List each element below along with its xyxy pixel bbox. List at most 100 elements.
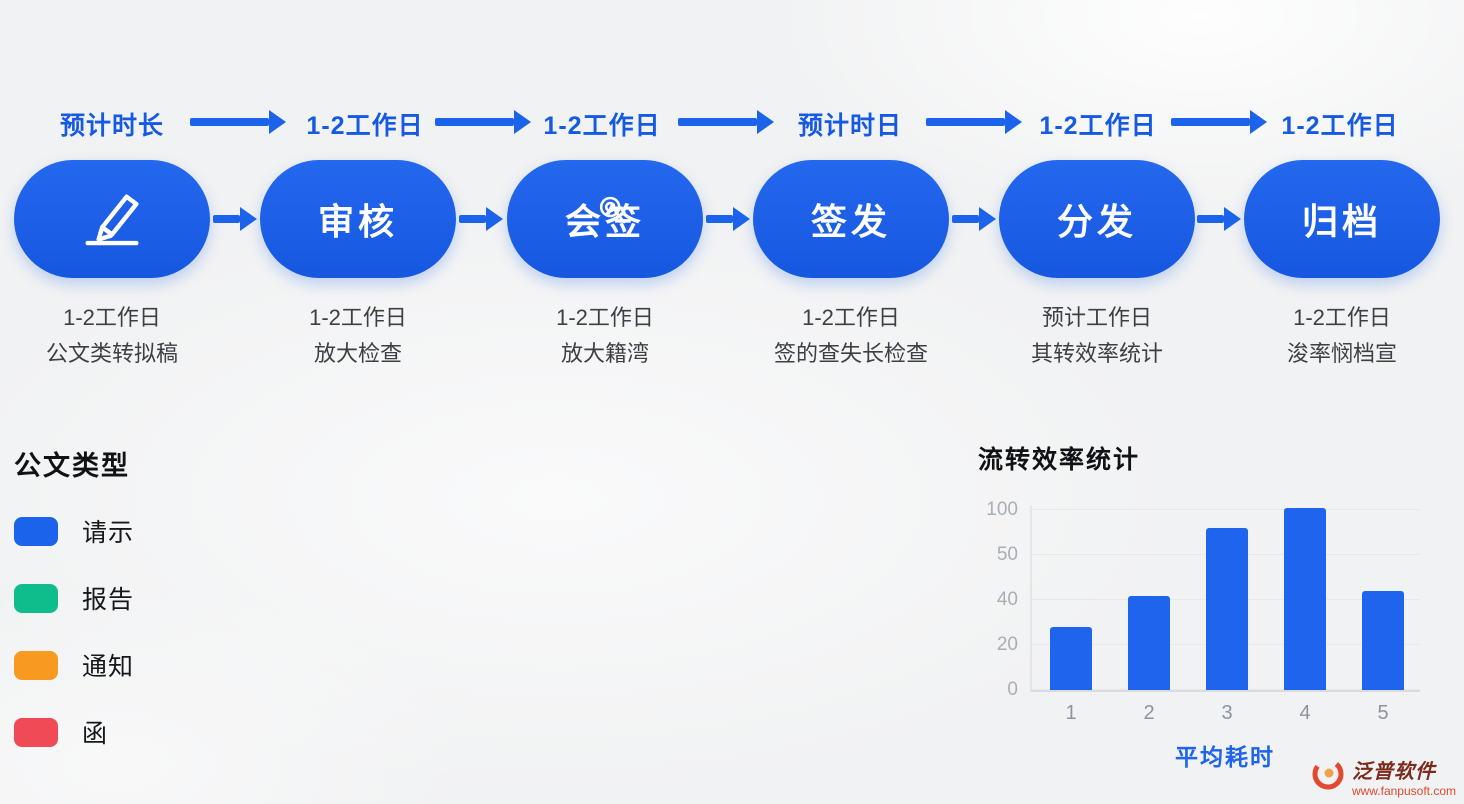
legend-title: 公文类型 xyxy=(14,451,130,481)
arrow-head xyxy=(240,207,257,231)
workflow-node-label: 会签 xyxy=(564,201,645,242)
chart-bar xyxy=(1206,528,1248,690)
legend-label: 请示 xyxy=(82,519,135,547)
flow-arrow-icon xyxy=(1197,207,1241,231)
y-axis-tick-label: 0 xyxy=(1007,679,1018,700)
legend-item-qingshi: 请示 xyxy=(14,513,134,549)
legend-swatch-green xyxy=(14,583,58,613)
arrow-shaft xyxy=(213,215,240,223)
arrow-head xyxy=(733,207,750,231)
vendor-watermark: 泛普软件 www.fanpusoft.com xyxy=(1310,755,1456,798)
node-caption: 1-2工作日 浚率悯档宣 xyxy=(1212,300,1464,372)
y-axis-tick-label: 50 xyxy=(996,544,1018,565)
caption-line-2: 浚率悯档宣 xyxy=(1286,341,1397,366)
timeline-arrow-icon xyxy=(678,110,774,134)
flow-arrow-icon xyxy=(706,207,750,231)
arrow-head xyxy=(514,110,531,134)
caption-line-2: 放大籍湾 xyxy=(560,341,649,366)
chart-bar xyxy=(1128,595,1170,690)
x-axis-tick-label: 3 xyxy=(1221,702,1233,724)
node-caption: 1-2工作日 签的查失长检查 xyxy=(721,300,981,372)
caption-line-2: 签的查失长检查 xyxy=(773,341,928,366)
chart-bar xyxy=(1362,591,1404,690)
legend-label: 通知 xyxy=(82,653,135,681)
y-axis-tick-label: 40 xyxy=(996,589,1018,610)
document-type-legend: 公文类型 请示 报告 通知 函 xyxy=(14,444,134,781)
legend-label: 报告 xyxy=(82,586,135,614)
legend-swatch-orange xyxy=(14,650,58,680)
arrow-shaft xyxy=(706,215,733,223)
legend-item-han: 函 xyxy=(14,714,134,750)
workflow-node-label: 签发 xyxy=(810,201,891,242)
caption-line-2: 公文类转拟稿 xyxy=(45,341,178,366)
x-axis-tick-label: 1 xyxy=(1065,702,1077,724)
arrow-shaft xyxy=(1197,215,1224,223)
caption-line-1: 1-2工作日 xyxy=(63,305,161,330)
caption-line-1: 1-2工作日 xyxy=(1293,305,1391,330)
arrow-head xyxy=(979,207,996,231)
fanpu-logo-icon xyxy=(1310,756,1346,797)
x-axis-tick-label: 2 xyxy=(1143,702,1155,724)
chart-title: 流转效率统计 xyxy=(978,446,1141,474)
timeline-label: 预计时日 xyxy=(797,112,903,140)
flow-arrow-icon xyxy=(213,207,257,231)
workflow-node-distribute: 分发 xyxy=(999,160,1195,278)
workflow-node-countersign: 会签 xyxy=(507,160,703,278)
arrow-head xyxy=(269,110,286,134)
workflow-node-review: 审核 xyxy=(260,160,456,278)
workflow-node-label: 分发 xyxy=(1056,201,1137,242)
node-caption: 预计工作日 其转效率统计 xyxy=(967,300,1227,372)
arrow-head xyxy=(1005,110,1022,134)
legend-label: 函 xyxy=(82,720,109,748)
arrow-shaft xyxy=(1171,118,1250,126)
arrow-head xyxy=(1224,207,1241,231)
caption-line-1: 预计工作日 xyxy=(1041,305,1152,330)
caption-line-2: 其转效率统计 xyxy=(1030,341,1163,366)
arrow-shaft xyxy=(190,118,269,126)
node-caption: 1-2工作日 放大检查 xyxy=(228,300,488,372)
node-caption: 1-2工作日 公文类转拟稿 xyxy=(0,300,242,372)
timeline-label: 1-2工作日 xyxy=(1281,112,1399,140)
y-axis-tick-label: 100 xyxy=(986,499,1018,520)
workflow-node-issue: 签发 xyxy=(753,160,949,278)
timeline-arrow-icon xyxy=(1171,110,1267,134)
caption-line-1: 1-2工作日 xyxy=(802,305,900,330)
seal-magnifier-icon xyxy=(594,192,630,237)
timeline-label: 1-2工作日 xyxy=(1039,112,1157,140)
arrow-head xyxy=(486,207,503,231)
caption-line-2: 放大检查 xyxy=(313,341,402,366)
flow-arrow-icon xyxy=(459,207,503,231)
legend-item-tongzhi: 通知 xyxy=(14,647,134,683)
legend-swatch-red xyxy=(14,717,58,747)
arrow-shaft xyxy=(435,118,514,126)
workflow-node-draft xyxy=(14,160,210,278)
chart-plot: 0 20 40 50 100 1 2 3 4 5 xyxy=(986,499,1420,724)
flow-arrow-icon xyxy=(952,207,996,231)
timeline-arrow-icon xyxy=(926,110,1022,134)
timeline-arrow-icon xyxy=(435,110,531,134)
y-axis-tick-label: 20 xyxy=(996,634,1018,655)
caption-line-1: 1-2工作日 xyxy=(309,305,407,330)
timeline-label: 1-2工作日 xyxy=(543,112,661,140)
timeline-arrow-icon xyxy=(190,110,286,134)
timeline-label: 预计时长 xyxy=(59,112,165,140)
x-axis-tick-label: 4 xyxy=(1299,702,1311,724)
pencil-draft-icon xyxy=(73,176,151,263)
chart-gridline: 100 xyxy=(986,499,1420,520)
node-caption: 1-2工作日 放大籍湾 xyxy=(475,300,735,372)
arrow-head xyxy=(757,110,774,134)
workflow-node-label: 归档 xyxy=(1301,201,1382,242)
chart-bar xyxy=(1050,627,1092,690)
arrow-shaft xyxy=(952,215,979,223)
workflow-node-label: 审核 xyxy=(317,201,398,242)
legend-swatch-blue xyxy=(14,516,58,546)
x-axis-tick-label: 5 xyxy=(1377,702,1389,724)
workflow-node-archive: 归档 xyxy=(1244,160,1440,278)
arrow-shaft xyxy=(678,118,757,126)
watermark-text: 泛普软件 www.fanpusoft.com xyxy=(1352,755,1456,798)
arrow-shaft xyxy=(459,215,486,223)
caption-line-1: 1-2工作日 xyxy=(556,305,654,330)
legend-item-baogao: 报告 xyxy=(14,580,134,616)
